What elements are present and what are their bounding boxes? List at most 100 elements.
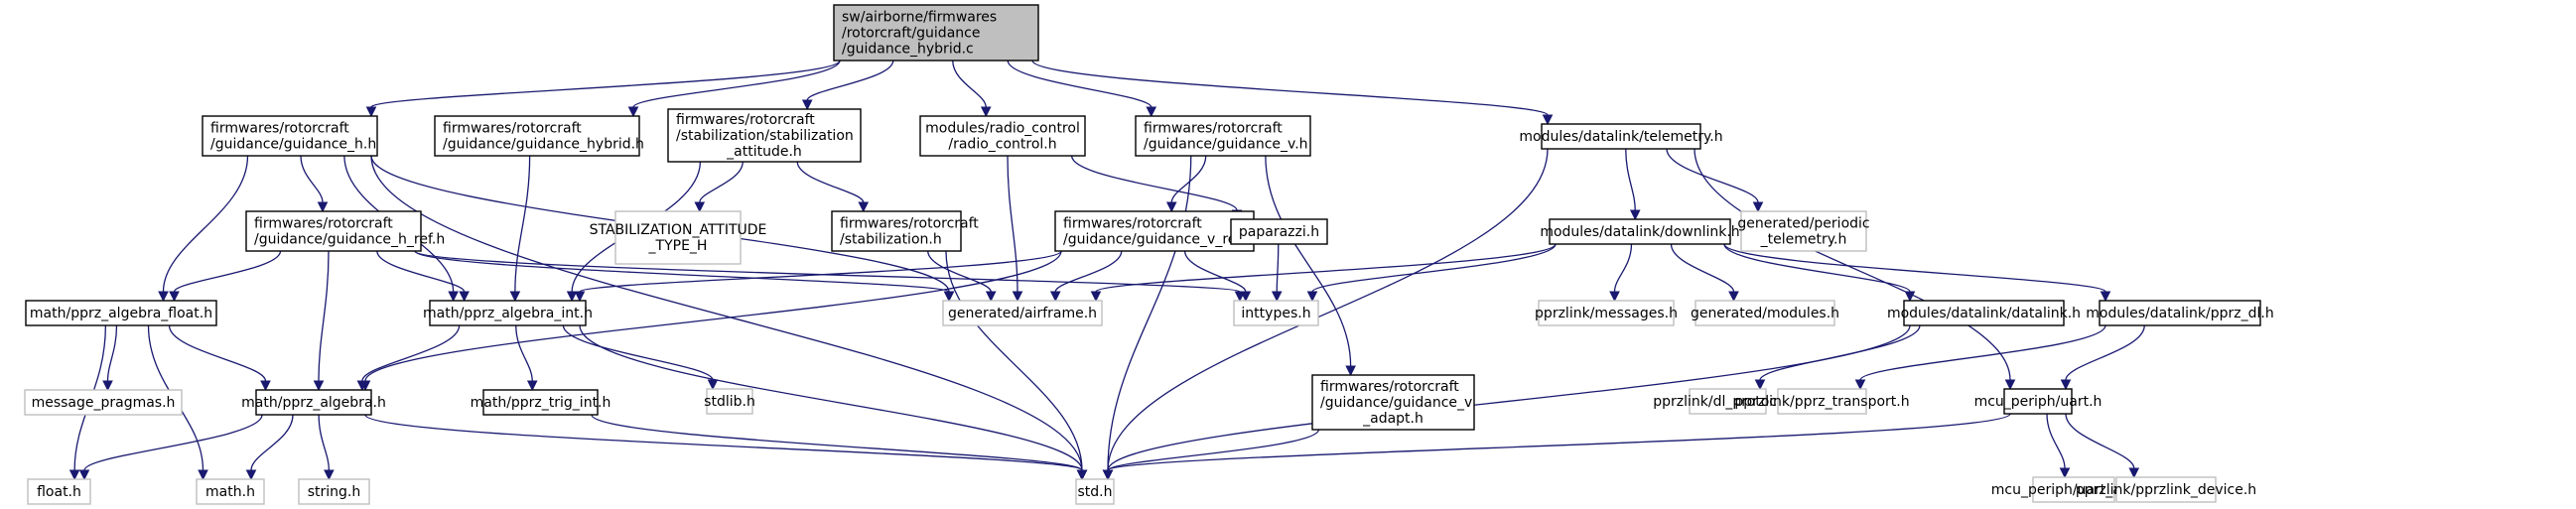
arrowhead-icon	[1271, 291, 1283, 303]
node-guidance-v[interactable]: firmwares/rotorcraft/guidance/guidance_v…	[1135, 115, 1311, 157]
arrowhead-icon	[1754, 379, 1766, 391]
node-radio-control[interactable]: modules/radio_control/radio_control.h	[919, 115, 1086, 157]
node-algebra-float[interactable]: math/pprz_algebra_float.h	[25, 300, 217, 326]
edge-telemetry-to-uart	[1694, 148, 2011, 381]
edge-algebra-to-std-h	[364, 414, 1083, 471]
node-stab-attitude[interactable]: firmwares/rotorcraft/stabilization/stabi…	[667, 108, 862, 163]
node-label: firmwares/rotorcraft	[1063, 216, 1202, 232]
edge-algebra-to-string-h	[318, 414, 331, 471]
edge-algebra-to-float-h	[83, 414, 263, 471]
node-stabilization[interactable]: firmwares/rotorcraft/stabilization.h	[831, 210, 979, 252]
node-label: std.h	[1078, 484, 1113, 500]
node-label: _attitude.h	[726, 144, 802, 160]
edge-guidance-v-ref-to-airframe	[1054, 250, 1123, 293]
node-root[interactable]: sw/airborne/firmwares/rotorcraft/guidanc…	[833, 4, 1039, 62]
arrowhead-icon	[985, 291, 997, 303]
arrowhead-icon	[356, 380, 368, 392]
edge-stab-attitude-to-stab-attitude-type	[699, 161, 744, 203]
node-messages[interactable]: pprzlink/messages.h	[1535, 300, 1678, 326]
edge-pprz-dl-to-uart	[2065, 324, 2145, 381]
arrowhead-icon	[2100, 291, 2111, 303]
node-box	[1689, 388, 1767, 415]
arrowhead-icon	[1165, 201, 1177, 213]
node-datalink[interactable]: modules/datalink/datalink.h	[1887, 300, 2081, 326]
edge-root-to-radio-control	[952, 60, 987, 108]
node-box	[245, 210, 422, 252]
edge-guidance-h-to-std-h	[370, 155, 1083, 471]
arrowhead-icon	[1102, 469, 1114, 481]
node-guidance-v-ref[interactable]: firmwares/rotorcraft/guidance/guidance_v…	[1054, 210, 1255, 252]
edge-guidance-hybrid-h-to-algebra-int	[514, 155, 531, 293]
edge-stabilization-to-std-h	[945, 250, 1083, 471]
edge-uart-to-pprzlink-device	[2065, 413, 2135, 469]
node-label: _telemetry.h	[1760, 232, 1847, 248]
arrowhead-icon	[324, 469, 335, 481]
edge-telemetry-to-downlink	[1625, 148, 1636, 211]
edge-uart-to-std-h	[1107, 413, 2011, 471]
node-math-h[interactable]: math.h	[196, 478, 265, 505]
arrowhead-icon	[1609, 291, 1620, 303]
node-downlink[interactable]: modules/datalink/downlink.h	[1540, 218, 1740, 245]
node-label: sw/airborne/firmwares	[842, 10, 997, 26]
node-label: pprzlink/pprz_transport.h	[1734, 394, 1909, 410]
arrowhead-icon	[317, 201, 329, 213]
node-box	[1135, 115, 1311, 157]
edge-root-to-telemetry	[1031, 60, 1549, 116]
node-label: math.h	[205, 484, 255, 500]
node-label: /guidance/guidance_v_ref.h	[1063, 232, 1254, 248]
node-uart-arch[interactable]: mcu_periph/uart_arch.h	[1991, 476, 2156, 503]
node-algebra-int[interactable]: math/pprz_algebra_int.h	[423, 300, 593, 326]
node-guidance-v-adapt[interactable]: firmwares/rotorcraft/guidance/guidance_v…	[1311, 374, 1475, 431]
node-airframe[interactable]: generated/airframe.h	[942, 300, 1103, 326]
node-label: /guidance_hybrid.c	[842, 42, 974, 58]
arrowhead-icon	[1306, 291, 1318, 303]
node-label: firmwares/rotorcraft	[840, 216, 979, 232]
edge-downlink-to-airframe	[1095, 243, 1557, 293]
node-box	[706, 388, 753, 415]
node-modules-gen[interactable]: generated/modules.h	[1691, 300, 1839, 326]
arrowhead-icon	[1076, 469, 1088, 481]
node-uart[interactable]: mcu_periph/uart.h	[1974, 388, 2102, 415]
node-trig-int[interactable]: math/pprz_trig_int.h	[471, 389, 611, 416]
node-algebra[interactable]: math/pprz_algebra.h	[241, 389, 386, 416]
edge-guidance-h-to-algebra-float	[162, 155, 249, 293]
node-inttypes[interactable]: inttypes.h	[1233, 300, 1319, 326]
node-guidance-h-ref[interactable]: firmwares/rotorcraft/guidance/guidance_h…	[245, 210, 445, 252]
arrowhead-icon	[169, 291, 180, 303]
node-label: generated/airframe.h	[948, 306, 1097, 321]
arrowhead-icon	[1345, 365, 1356, 377]
node-string-h[interactable]: string.h	[298, 478, 370, 505]
arrowhead-icon	[365, 106, 377, 118]
edge-datalink-to-dl-protocol	[1759, 324, 1921, 381]
node-telemetry[interactable]: modules/datalink/telemetry.h	[1519, 123, 1723, 150]
node-guidance-h[interactable]: firmwares/rotorcraft/guidance/guidance_h…	[202, 115, 378, 157]
edge-guidance-v-ref-to-algebra-int	[579, 250, 1062, 293]
node-pprz-dl[interactable]: modules/datalink/pprz_dl.h	[2086, 300, 2274, 326]
arrowhead-icon	[313, 380, 325, 392]
node-stab-attitude-type[interactable]: STABILIZATION_ATTITUDE_TYPE_H	[590, 210, 767, 265]
edge-guidance-v-adapt-to-std-h	[1107, 429, 1320, 471]
arrowhead-icon	[2004, 379, 2016, 391]
node-pprz-transport[interactable]: pprzlink/pprz_transport.h	[1734, 388, 1910, 415]
node-box	[1740, 210, 1867, 252]
node-label: modules/datalink/telemetry.h	[1519, 129, 1722, 145]
node-stdlib[interactable]: stdlib.h	[704, 388, 755, 415]
node-std-h[interactable]: std.h	[1075, 478, 1115, 505]
node-float-h[interactable]: float.h	[27, 478, 91, 505]
node-label: firmwares/rotorcraft	[254, 216, 393, 232]
arrowhead-icon	[566, 291, 578, 303]
arrowhead-icon	[1854, 379, 1866, 391]
node-box	[833, 4, 1039, 62]
node-dl-protocol[interactable]: pprzlink/dl_protocol.h	[1653, 388, 1803, 415]
node-paparazzi[interactable]: paparazzi.h	[1230, 218, 1328, 245]
node-message-pragmas[interactable]: message_pragmas.h	[24, 389, 183, 416]
edge-algebra-to-math-h	[250, 414, 294, 471]
arrowhead-icon	[858, 201, 870, 213]
node-box	[2032, 476, 2115, 503]
node-guidance-hybrid-h[interactable]: firmwares/rotorcraft/guidance/guidance_h…	[434, 115, 644, 157]
edge-guidance-h-ref-to-airframe	[414, 250, 950, 293]
edge-trig-int-to-std-h	[591, 414, 1083, 471]
node-label: mcu_periph/uart_arch.h	[1991, 482, 2156, 498]
node-pprzlink-device[interactable]: pprzlink/pprzlink_device.h	[2076, 476, 2256, 503]
node-periodic-telemetry[interactable]: generated/periodic_telemetry.h	[1737, 210, 1870, 252]
